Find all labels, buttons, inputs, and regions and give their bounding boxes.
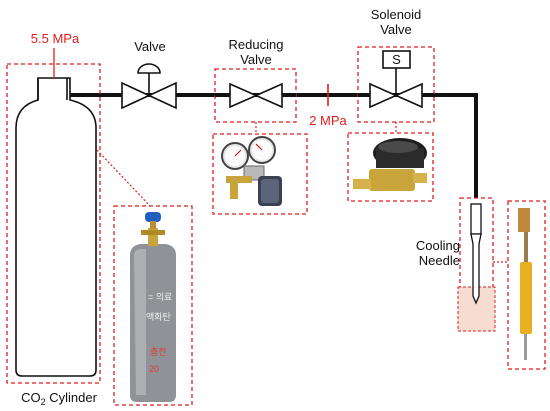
solenoid-valve-label-line2: Valve xyxy=(380,22,412,37)
cylinder-pressure-label: 5.5 MPa xyxy=(30,31,80,46)
svg-text:액화탄: 액화탄 xyxy=(146,311,171,322)
cooling-needle-label: Cooling Needle xyxy=(406,238,460,268)
reducing-valve-photo xyxy=(212,133,308,215)
solenoid-valve-label: Solenoid Valve xyxy=(358,7,434,37)
solenoid-valve-label-line1: Solenoid xyxy=(370,7,422,22)
co2-cylinder-photo: = 의료 액화탄 충전 20 xyxy=(113,205,193,406)
cylinder-photo-connector xyxy=(96,149,151,207)
svg-text:20: 20 xyxy=(149,364,159,374)
svg-text:충전: 충전 xyxy=(150,347,167,357)
cooling-needle-label-line1: Cooling xyxy=(415,238,460,253)
line-pressure-label: 2 MPa xyxy=(309,113,347,128)
cooling-needle-label-line2: Needle xyxy=(418,253,460,268)
solenoid-symbol-letter: S xyxy=(392,52,401,67)
cooling-needle-schematic xyxy=(457,197,496,332)
solenoid-valve-symbol xyxy=(357,46,435,123)
co2-cylinder-label-suffix: Cylinder xyxy=(45,390,97,405)
co2-cylinder-schematic xyxy=(6,48,101,384)
reducing-valve-label: Reducing Valve xyxy=(220,37,292,67)
reducing-valve-symbol xyxy=(214,68,297,123)
svg-text:= 의료: = 의료 xyxy=(148,292,172,302)
reducing-valve-label-line1: Reducing xyxy=(228,37,284,52)
co2-cylinder-label: CO2 Cylinder xyxy=(14,390,104,407)
co2-cylinder-label-subscript: 2 xyxy=(40,397,46,407)
cooling-needle-photo xyxy=(507,200,546,370)
co2-cylinder-label-prefix: CO xyxy=(21,390,41,405)
reducing-valve-label-line2: Valve xyxy=(240,52,272,67)
valve-label: Valve xyxy=(134,39,166,54)
manual-valve-symbol xyxy=(121,63,177,110)
solenoid-valve-photo xyxy=(347,132,434,202)
